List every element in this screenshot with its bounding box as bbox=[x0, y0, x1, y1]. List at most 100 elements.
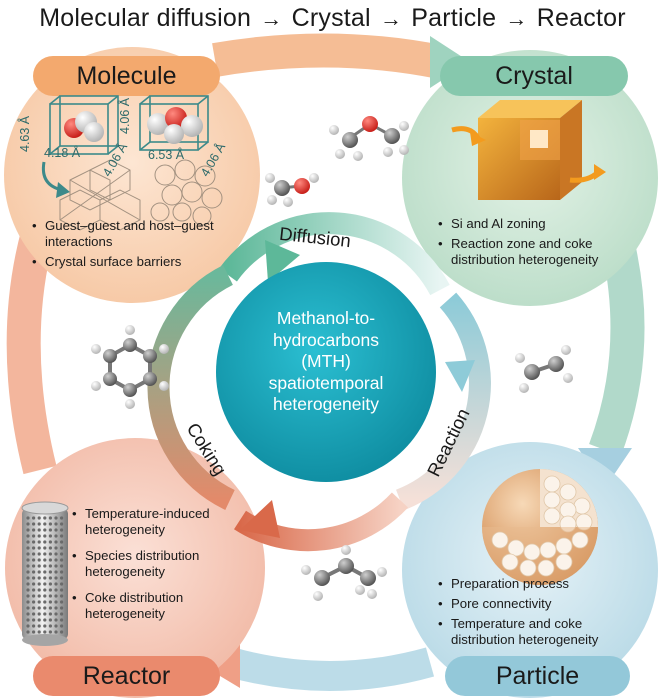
tube-dot bbox=[60, 576, 64, 580]
methanol-molecule bbox=[265, 173, 319, 207]
title-crystal: Crystal bbox=[291, 4, 371, 32]
tube-dot bbox=[43, 588, 47, 592]
tube-dot bbox=[43, 534, 47, 538]
title-molecular-diffusion: Molecular diffusion bbox=[39, 4, 252, 32]
tube-dot bbox=[26, 600, 30, 604]
tube-dot bbox=[54, 552, 58, 556]
tube-dot bbox=[26, 624, 30, 628]
tube-dot bbox=[43, 612, 47, 616]
tube-dot bbox=[54, 528, 58, 532]
reactor-bullet-3: Coke distribution heterogeneity bbox=[72, 590, 232, 622]
tube-dot bbox=[54, 588, 58, 592]
particle-bullet-3: Temperature and coke distribution hetero… bbox=[438, 616, 638, 648]
tube-dot bbox=[31, 594, 36, 598]
tube-dot bbox=[31, 630, 36, 634]
tube-dot bbox=[54, 630, 58, 634]
diffusion-arrowhead bbox=[265, 240, 300, 282]
tube-dot bbox=[54, 594, 58, 598]
tube-dot bbox=[48, 582, 53, 586]
tube-dot bbox=[43, 552, 47, 556]
tube-dot bbox=[48, 612, 53, 616]
coking-arrowhead bbox=[240, 500, 280, 538]
reactor-bullet-2: Species distribution heterogeneity bbox=[72, 548, 232, 580]
tube-dot bbox=[54, 534, 58, 538]
tube-dot bbox=[60, 522, 64, 526]
tube-dot bbox=[54, 618, 58, 622]
tube-dot bbox=[37, 612, 41, 616]
tube-dot bbox=[26, 576, 30, 580]
tube-dot bbox=[37, 552, 41, 556]
reaction-arc bbox=[395, 292, 491, 511]
tube-dot bbox=[54, 522, 58, 526]
tube-dot bbox=[31, 576, 36, 580]
tube-dot bbox=[48, 624, 53, 628]
molecule-cage-1 bbox=[49, 95, 119, 155]
benzene-molecule bbox=[91, 325, 169, 409]
zoned-crystal-cube bbox=[478, 100, 582, 200]
crystal-arrowhead-out bbox=[594, 164, 606, 180]
tube-dot bbox=[37, 558, 41, 562]
center-line-2: hydrocarbons bbox=[272, 329, 380, 350]
tube-dot bbox=[26, 552, 30, 556]
title-particle: Particle bbox=[411, 4, 497, 32]
tube-dot bbox=[37, 564, 41, 568]
tube-dot bbox=[54, 582, 58, 586]
tube-dot bbox=[48, 528, 53, 532]
framework-arrowhead bbox=[56, 182, 70, 198]
reactor-pill bbox=[33, 656, 220, 696]
tube-dot bbox=[31, 588, 36, 592]
dim-label-4: 4.06 Å bbox=[118, 97, 132, 134]
tube-dot bbox=[37, 606, 41, 610]
tube-dot bbox=[37, 540, 41, 544]
reactor-bullet-1: Temperature-induced heterogeneity bbox=[72, 506, 232, 538]
reactor-tube-dots bbox=[26, 516, 64, 634]
tube-dot bbox=[60, 552, 64, 556]
tube-dot bbox=[43, 618, 47, 622]
crystal-bullet-2: Reaction zone and coke distribution hete… bbox=[438, 236, 638, 268]
tube-dot bbox=[26, 606, 30, 610]
tube-dot bbox=[48, 546, 53, 550]
dim-label-5: 6.53 Å bbox=[148, 148, 185, 162]
title-arrow-3: → bbox=[505, 6, 528, 31]
tube-dot bbox=[31, 582, 36, 586]
tube-dot bbox=[37, 522, 41, 526]
molecule-2-atom-a bbox=[147, 113, 169, 135]
tube-dot bbox=[43, 564, 47, 568]
ribbon-molecule-crystal bbox=[212, 33, 444, 79]
crystal-bullet-1: Si and Al zoning bbox=[438, 216, 638, 232]
tube-dot bbox=[43, 582, 47, 586]
tube-dot bbox=[60, 600, 64, 604]
reactor-bullets: Temperature-induced heterogeneity Specie… bbox=[72, 506, 232, 626]
tube-dot bbox=[37, 600, 41, 604]
tube-dot bbox=[37, 630, 41, 634]
tube-dot bbox=[37, 576, 41, 580]
tube-dot bbox=[26, 630, 30, 634]
tube-dot bbox=[60, 612, 64, 616]
tube-dot bbox=[43, 606, 47, 610]
molecule-bullet-1: Guest–guest and host–guest interactions bbox=[32, 218, 222, 250]
tube-dot bbox=[60, 624, 64, 628]
diffusion-arc bbox=[219, 212, 450, 296]
tube-dot bbox=[37, 534, 41, 538]
tube-dot bbox=[48, 570, 53, 574]
tube-dot bbox=[31, 564, 36, 568]
tube-dot bbox=[43, 558, 47, 562]
dim-label-2: 4.18 Å bbox=[44, 146, 81, 160]
page-title: Molecular diffusion → Crystal → Particle… bbox=[0, 4, 665, 33]
tube-dot bbox=[48, 522, 53, 526]
tube-dot bbox=[37, 594, 41, 598]
tube-dot bbox=[31, 570, 36, 574]
tube-dot bbox=[31, 606, 36, 610]
title-arrow-2: → bbox=[379, 6, 403, 31]
tube-dot bbox=[31, 558, 36, 562]
center-line-4: spatiotemporal bbox=[268, 372, 384, 393]
molecule-1-hydrogen-b bbox=[84, 122, 104, 142]
tube-dot bbox=[48, 606, 53, 610]
tube-dot bbox=[60, 528, 64, 532]
tube-dot bbox=[26, 570, 30, 574]
tube-dot bbox=[37, 582, 41, 586]
tube-dot bbox=[31, 534, 36, 538]
tube-dot bbox=[26, 540, 30, 544]
reactor-label: Reactor bbox=[82, 662, 171, 690]
tube-dot bbox=[26, 588, 30, 592]
